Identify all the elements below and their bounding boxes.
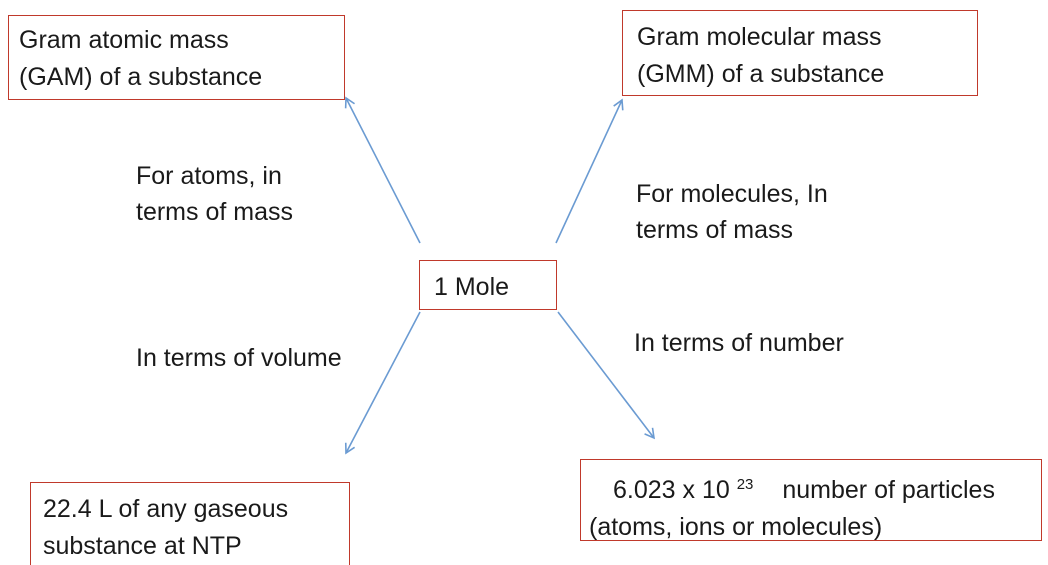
edge-label-volume-line1: In terms of volume — [136, 344, 342, 372]
edge-label-molecules-line1: For molecules, In — [636, 180, 828, 208]
node-number-line1: 6.023 x 10 23 number of particles — [589, 466, 1041, 509]
node-gmm-line1: Gram molecular mass — [637, 23, 882, 51]
arrow-to-volume — [344, 311, 421, 455]
node-number-rest: number of particles — [782, 476, 995, 504]
edge-label-molecules-line2: terms of mass — [636, 216, 793, 244]
edge-label-number: In terms of number — [634, 325, 844, 361]
edge-label-number-line1: In terms of number — [634, 329, 844, 357]
center-node-label: 1 Mole — [434, 273, 510, 301]
node-number-exponent: 23 — [736, 476, 754, 493]
node-number-line2: (atoms, ions or molecules) — [589, 513, 883, 541]
edge-label-atoms-mass: For atoms, in terms of mass — [136, 158, 293, 230]
node-volume-line2: substance at NTP — [43, 532, 242, 560]
center-node-mole: 1 Mole — [419, 260, 557, 310]
node-avogadro-number: 6.023 x 10 23 number of particles (atoms… — [580, 459, 1042, 541]
edge-label-molecules-mass: For molecules, In terms of mass — [636, 176, 828, 248]
edge-label-atoms-line1: For atoms, in — [136, 162, 282, 190]
edge-label-volume: In terms of volume — [136, 340, 342, 376]
node-gam-line1: Gram atomic mass — [19, 26, 229, 54]
node-volume-line1: 22.4 L of any gaseous — [43, 495, 289, 523]
node-gam-line2: (GAM) of a substance — [19, 63, 263, 91]
arrow-to-gam — [344, 96, 421, 244]
edge-label-atoms-line2: terms of mass — [136, 198, 293, 226]
node-gmm-line2: (GMM) of a substance — [637, 60, 885, 88]
node-molar-volume: 22.4 L of any gaseous substance at NTP — [30, 482, 350, 565]
arrow-to-number — [557, 311, 655, 440]
node-number-mantissa: 6.023 x 10 — [613, 476, 730, 504]
arrow-to-gmm — [555, 98, 624, 244]
node-gram-molecular-mass: Gram molecular mass (GMM) of a substance — [622, 10, 978, 96]
node-gram-atomic-mass: Gram atomic mass (GAM) of a substance — [8, 15, 345, 100]
